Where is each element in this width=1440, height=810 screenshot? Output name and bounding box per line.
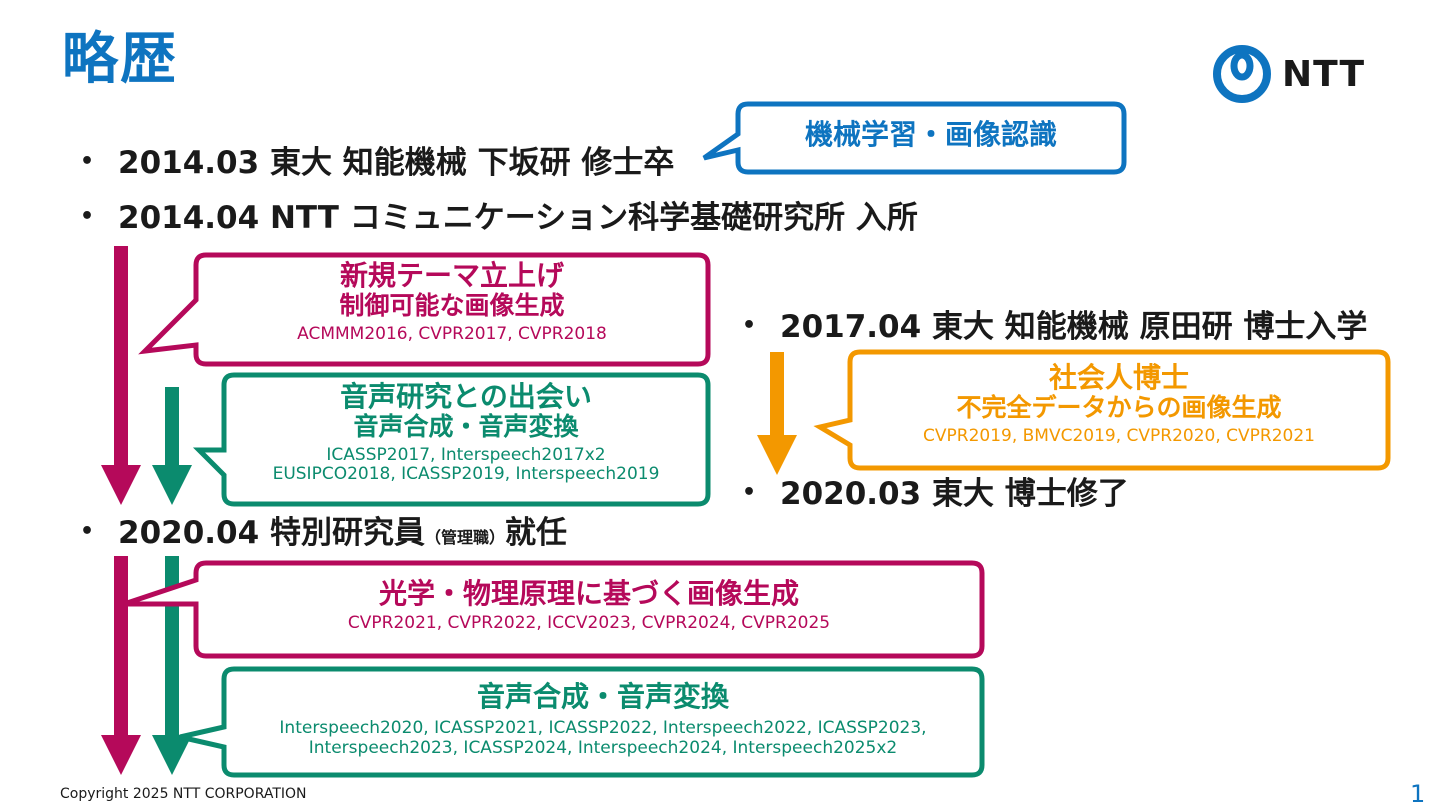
logo-text: NTT: [1282, 54, 1366, 95]
speech-intro-title: 音声研究との出会い: [340, 380, 592, 413]
bullet-dot: •: [80, 518, 95, 544]
optics-refs: CVPR2021, CVPR2022, ICCV2023, CVPR2024, …: [347, 613, 831, 634]
copyright-text: Copyright 2025 NTT CORPORATION: [60, 786, 307, 802]
new-theme-refs: ACMMM2016, CVPR2017, CVPR2018: [297, 323, 607, 344]
green-arrow-bottom-head: [152, 735, 192, 775]
speech2-callout: 音声合成・音声変換 Interspeech2020, ICASSP2021, I…: [224, 680, 982, 758]
bullet-text-post: 就任: [505, 515, 568, 551]
magenta-arrow-bottom-head: [101, 735, 141, 775]
bullet-phd-complete: • 2020.03 東大 博士修了: [742, 479, 1129, 510]
bullet-dot: •: [80, 148, 95, 174]
page-number: 1: [1410, 780, 1426, 808]
bullet-small-text: （管理職）: [425, 528, 506, 547]
green-arrow-top-head: [152, 465, 192, 505]
bullet-text: 2020.04 特別研究員: [118, 515, 425, 551]
bullet-dot: •: [80, 203, 95, 229]
phd-subtitle: 不完全データからの画像生成: [956, 393, 1282, 423]
orange-arrow-head: [757, 435, 797, 475]
bullet-master-degree: • 2014.03 東大 知能機械 下坂研 修士卒: [80, 148, 674, 179]
phd-refs: CVPR2019, BMVC2019, CVPR2020, CVPR2021: [923, 425, 1315, 446]
ml-callout-shape: [702, 101, 1127, 175]
speech2-refs-2: Interspeech2023, ICASSP2024, Interspeech…: [308, 737, 898, 758]
speech-intro-callout: 音声研究との出会い 音声合成・音声変換 ICASSP2017, Interspe…: [224, 380, 708, 485]
slide-title: 略歴: [62, 27, 178, 92]
bullet-dot: •: [742, 479, 757, 505]
speech2-refs-1: Interspeech2020, ICASSP2021, ICASSP2022,…: [279, 718, 927, 739]
phd-callout-shape: [813, 349, 1391, 471]
bullet-text: 2017.04 東大 知能機械 原田研 博士入学: [780, 309, 1368, 345]
speech-intro-callout-shape: [192, 372, 711, 507]
bullet-text: 2014.03 東大 知能機械 下坂研 修士卒: [118, 145, 675, 181]
new-theme-callout-shape: [138, 252, 711, 367]
new-theme-title: 新規テーマ立上げ: [339, 259, 564, 292]
ntt-logo-icon: [1213, 45, 1271, 103]
speech-intro-refs-1: ICASSP2017, Interspeech2017x2: [326, 444, 606, 465]
ml-callout-label: 機械学習・画像認識: [804, 118, 1057, 151]
bullet-ntt-join: • 2014.04 NTT コミュニケーション科学基礎研究所 入所: [80, 203, 918, 234]
phd-title: 社会人博士: [1048, 361, 1189, 394]
optics-title: 光学・物理原理に基づく画像生成: [378, 577, 799, 610]
bullet-dot: •: [742, 312, 757, 338]
optics-callout: 光学・物理原理に基づく画像生成 CVPR2021, CVPR2022, ICCV…: [196, 577, 982, 634]
bullet-special-researcher: • 2020.04 特別研究員（管理職）就任: [80, 518, 567, 549]
bullet-text: 2014.04 NTT コミュニケーション科学基礎研究所 入所: [118, 200, 918, 236]
new-theme-callout: 新規テーマ立上げ 制御可能な画像生成 ACMMM2016, CVPR2017, …: [196, 259, 708, 344]
phd-callout: 社会人博士 不完全データからの画像生成 CVPR2019, BMVC2019, …: [850, 361, 1388, 446]
new-theme-subtitle: 制御可能な画像生成: [339, 291, 565, 321]
optics-callout-shape: [123, 560, 985, 659]
bullet-phd-entry: • 2017.04 東大 知能機械 原田研 博士入学: [742, 312, 1367, 343]
bullet-text: 2020.03 東大 博士修了: [780, 476, 1129, 512]
speech-intro-refs-2: EUSIPCO2018, ICASSP2019, Interspeech2019: [272, 464, 660, 485]
speech2-callout-shape: [179, 666, 985, 778]
magenta-arrow-top-head: [101, 465, 141, 505]
speech-intro-subtitle: 音声合成・音声変換: [353, 412, 579, 442]
ntt-logo: NTT: [1212, 44, 1372, 104]
speech2-title: 音声合成・音声変換: [476, 680, 729, 713]
